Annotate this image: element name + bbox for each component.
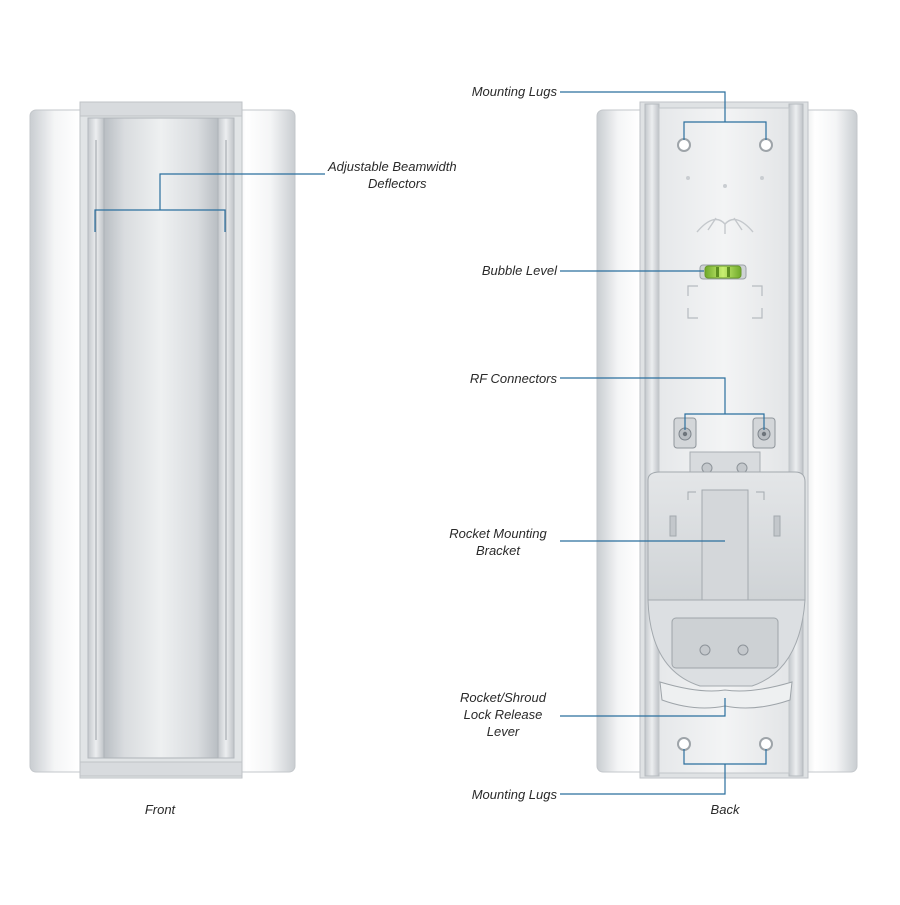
label-rocket-mounting-bracket: Rocket Mounting Bracket: [438, 525, 558, 559]
ubiquiti-logo-icon: [696, 217, 754, 234]
label-line: Rocket/Shroud: [460, 690, 546, 705]
label-line: Mounting Lugs: [471, 84, 557, 99]
caption-front: Front: [120, 801, 200, 818]
label-line: Lever: [486, 724, 520, 739]
rf-connector-right: [752, 417, 776, 449]
label-lock-release-lever: Rocket/Shroud Lock Release Lever: [448, 689, 558, 740]
label-line: RF Connectors: [469, 371, 557, 386]
label-line: Lock Release: [463, 707, 543, 722]
front-antenna: [29, 101, 296, 779]
back-antenna: [596, 101, 858, 779]
label-mounting-lugs-bottom: Mounting Lugs: [472, 786, 557, 803]
label-adjustable-beamwidth-deflectors: Adjustable Beamwidth Deflectors: [328, 158, 457, 192]
bubble-level-icon: [699, 264, 747, 280]
label-line: Mounting Lugs: [471, 787, 557, 802]
caption-back: Back: [685, 801, 765, 818]
callout-lines: [94, 91, 767, 795]
label-rf-connectors: RF Connectors: [470, 370, 557, 387]
caption-text: Back: [710, 802, 740, 817]
label-mounting-lugs-top: Mounting Lugs: [472, 83, 557, 100]
label-line: Adjustable Beamwidth: [328, 159, 457, 174]
label-line: Deflectors: [368, 176, 427, 191]
rf-connector-left: [673, 417, 697, 449]
caption-text: Front: [144, 802, 176, 817]
rocket-mounting-bracket: [647, 451, 806, 709]
label-bubble-level: Bubble Level: [482, 262, 557, 279]
label-line: Bubble Level: [481, 263, 557, 278]
label-line: Bracket: [475, 543, 521, 558]
label-line: Rocket Mounting: [449, 526, 547, 541]
